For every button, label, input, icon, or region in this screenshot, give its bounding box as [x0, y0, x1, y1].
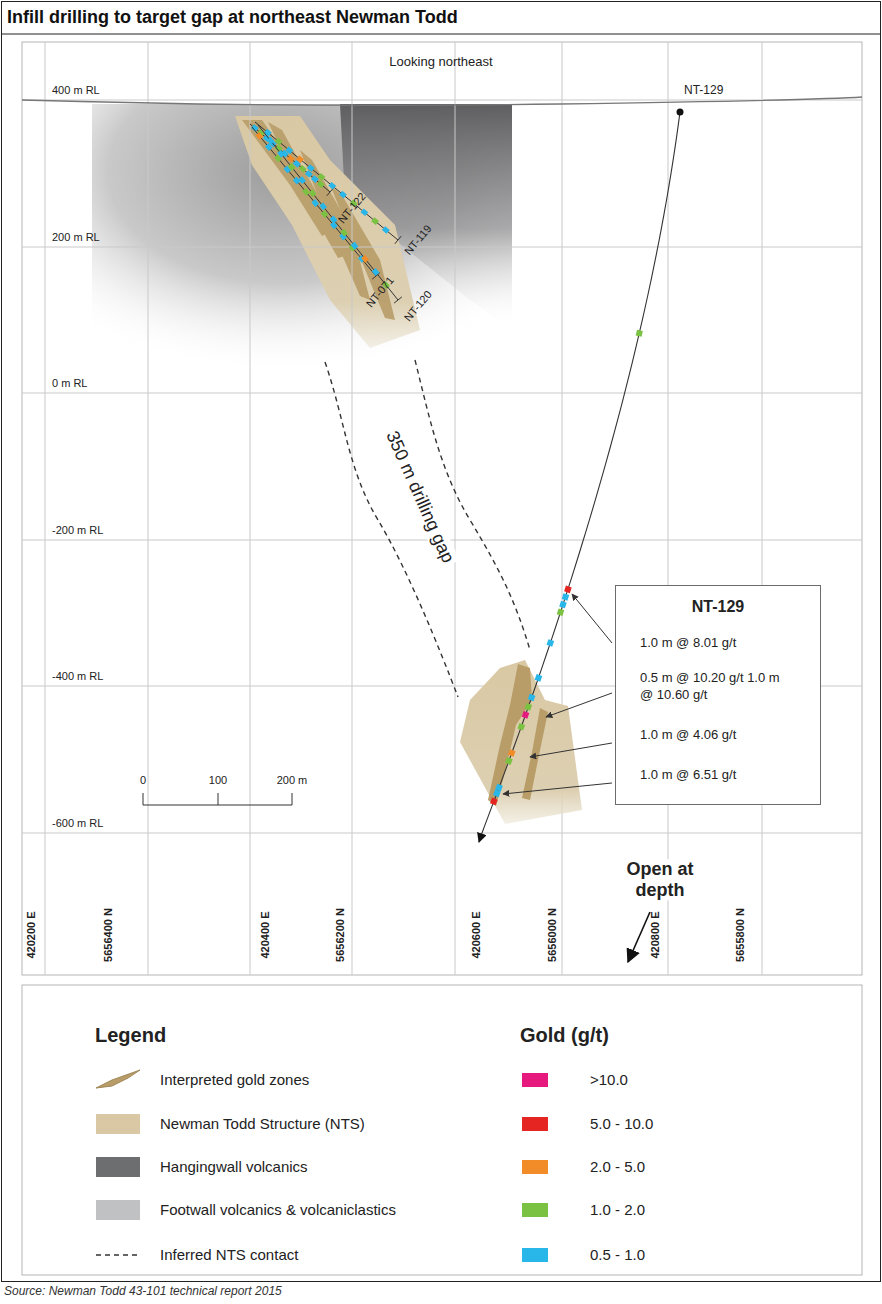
title: Infill drilling to target gap at northea… — [7, 7, 458, 28]
hole-label: NT-129 — [684, 84, 723, 98]
legend-label: Inferred NTS contact — [160, 1246, 298, 1263]
elevation-label: 200 m RL — [52, 231, 100, 244]
coordinate-label: 420200 E — [25, 911, 38, 958]
callout-box: NT-129 1.0 m @ 8.01 g/t 0.5 m @ 10.20 g/t … — [615, 585, 821, 805]
coordinate-label: 420400 E — [259, 911, 272, 958]
legend-swatch — [96, 1114, 140, 1134]
coordinate-label: 5656200 N — [334, 908, 347, 962]
legend-label: 5.0 - 10.0 — [590, 1115, 653, 1132]
legend-label: 1.0 - 2.0 — [590, 1201, 645, 1218]
legend-label: Newman Todd Structure (NTS) — [160, 1115, 365, 1132]
elevation-label: 0 m RL — [52, 377, 87, 390]
assay-interval: 0.5 m @ 10.20 g/t 1.0 m @ 10.60 g/t — [640, 670, 790, 704]
scale-label: 0 — [140, 774, 146, 787]
legend-label: 0.5 - 1.0 — [590, 1246, 645, 1263]
coordinate-label: 5655800 N — [734, 908, 747, 962]
legend-label: 2.0 - 5.0 — [590, 1158, 645, 1175]
legend-heading: Gold (g/t) — [520, 1024, 609, 1047]
elevation-label: 400 m RL — [52, 84, 100, 97]
legend-label: >10.0 — [590, 1071, 628, 1088]
coordinate-label: 420800 E — [649, 911, 662, 958]
drill-hole — [252, 127, 376, 276]
legend-swatch — [522, 1073, 548, 1087]
elevation-label: -400 m RL — [52, 670, 103, 683]
legend-swatch — [96, 1200, 140, 1220]
legend-swatch — [522, 1248, 548, 1262]
coordinate-label: 420600 E — [470, 911, 483, 958]
legend-label: Footwall volcanics & volcaniclastics — [160, 1201, 396, 1218]
caption: Source: Newman Todd 43-101 technical rep… — [4, 1285, 282, 1299]
elevation-label: -200 m RL — [52, 524, 103, 537]
contact-line-sample — [96, 1254, 140, 1255]
view-direction: Looking northeast — [389, 55, 492, 70]
gold-zone-sample — [96, 1070, 140, 1088]
legend-label: Hangingwall volcanics — [160, 1158, 308, 1175]
drill-hole — [250, 124, 330, 192]
elevation-label: -600 m RL — [52, 817, 103, 830]
assay-interval: 1.0 m @ 4.06 g/t — [640, 728, 736, 743]
assay-interval: 1.0 m @ 8.01 g/t — [640, 636, 736, 651]
drill-hole — [258, 125, 398, 300]
scale-label: 200 m — [277, 774, 308, 787]
legend-swatch — [522, 1203, 548, 1217]
callout-heading: NT-129 — [616, 598, 820, 616]
legend-swatch — [522, 1117, 548, 1131]
drill-hole — [255, 122, 398, 240]
coordinate-label: 5656400 N — [102, 908, 115, 962]
note: Open at depth — [612, 859, 708, 900]
scale-label: 100 — [209, 774, 227, 787]
assay-interval: 1.0 m @ 6.51 g/t — [640, 768, 736, 783]
legend-swatch — [96, 1157, 140, 1177]
legend-swatch — [522, 1160, 548, 1174]
legend-label: Interpreted gold zones — [160, 1071, 309, 1088]
legend-heading: Legend — [95, 1024, 166, 1047]
coordinate-label: 5656000 N — [546, 908, 559, 962]
